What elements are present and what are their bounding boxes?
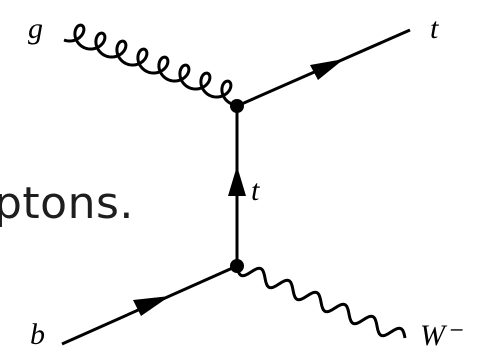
w-boson-label: W⁻ (420, 319, 461, 352)
upper-vertex (230, 99, 244, 113)
top-propagator-arrow (228, 166, 246, 196)
gluon-line (63, 23, 233, 106)
bottom-quark-arrow (133, 296, 170, 316)
top-quark-label: t (430, 12, 439, 45)
background-text-fragment: ptons. (0, 178, 134, 229)
w-boson-line (235, 265, 407, 339)
top-quark-arrow (310, 59, 344, 80)
bottom-quark-label: b (30, 318, 45, 351)
top-propagator-label: t (251, 174, 260, 207)
gluon-label: g (28, 12, 43, 45)
lower-vertex (230, 259, 244, 273)
